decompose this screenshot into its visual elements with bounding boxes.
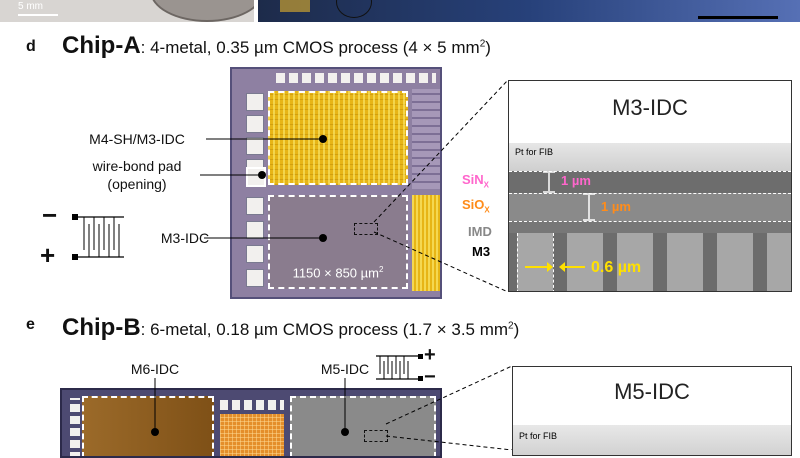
sio-label-sub: X xyxy=(484,205,490,215)
top-strip-right-photo xyxy=(258,0,800,22)
interface-sio-bottom xyxy=(509,221,791,222)
pt-label-b: Pt for FIB xyxy=(519,431,558,441)
leader-dot-wire-bond xyxy=(258,171,266,179)
panel-letter-d: d xyxy=(26,38,36,55)
scale-bar-left xyxy=(18,14,58,16)
pt-layer xyxy=(509,143,791,171)
left-pad xyxy=(246,115,264,133)
zoom-line-top xyxy=(373,79,509,223)
chip-a-desc-end: ) xyxy=(485,38,491,57)
chip-b-mid-pads xyxy=(220,400,284,410)
dim-06um: 0.6 µm xyxy=(591,259,642,276)
sio-label: SiOX xyxy=(462,197,490,215)
inset-marker xyxy=(354,223,378,235)
chip-b-desc-sup: 2 xyxy=(508,320,514,332)
m6-idc-label: M6-IDC xyxy=(130,361,180,377)
chip-a-die: 1150 × 850 µm2 xyxy=(230,67,442,299)
chip-b-name: Chip-B xyxy=(62,314,141,341)
chip-b-desc-end: ) xyxy=(513,320,520,339)
m3-idc-label: M3-IDC xyxy=(160,230,210,246)
chip-a-desc: : 4-metal, 0.35 µm CMOS process (4 × 5 m… xyxy=(140,38,480,57)
chip-b-mid-gold xyxy=(220,414,284,456)
gold-speck xyxy=(280,0,310,12)
leader-dot-m6-idc xyxy=(151,428,159,436)
sem-cross-section-b: M5-IDC Pt for FIB xyxy=(512,366,792,456)
left-pad xyxy=(246,245,264,263)
m6-idc-brown-area xyxy=(82,396,214,456)
sem-b-title: M5-IDC xyxy=(614,379,690,404)
area-sup: 2 xyxy=(378,265,384,274)
left-pad xyxy=(246,197,264,215)
sio-label-base: SiO xyxy=(462,197,485,212)
m4-sh-label: M4-SH/M3-IDC xyxy=(89,131,185,147)
m4-sh-gold-area xyxy=(268,91,408,185)
chip-b-desc: : 6-metal, 0.18 µm CMOS process (1.7 × 3… xyxy=(140,320,509,339)
scale-bar-label: 5 mm xyxy=(18,1,43,12)
schematic-a-plus: + xyxy=(40,240,56,270)
schematic-bottom-terminal xyxy=(72,254,78,260)
chip-a-desc-sup: 2 xyxy=(479,38,486,50)
chip-b-die xyxy=(60,388,442,458)
sin-label-sub: X xyxy=(483,180,490,190)
dim-1um-sin: 1 µm xyxy=(561,173,591,188)
m3-idc-area-label: 1150 × 850 µm2 xyxy=(268,265,408,280)
schematic-b-plus: + xyxy=(424,344,436,366)
leader-dot-m4-sh xyxy=(319,135,327,143)
schematic-a-minus: − xyxy=(42,200,58,230)
imd-label: IMD xyxy=(468,224,492,239)
panel-letter-e: e xyxy=(26,316,35,333)
interface-sin-bottom xyxy=(509,193,791,194)
chip-b-left-pads xyxy=(70,398,80,456)
electrode-edge-right xyxy=(553,233,554,291)
left-pad xyxy=(246,93,264,111)
chip-a-title: Chip-A: 4-metal, 0.35 µm CMOS process (4… xyxy=(62,32,491,60)
wire-bond-label-line1: wire-bond pad xyxy=(92,158,182,174)
wire-bond-label-line2: (opening) xyxy=(107,176,167,192)
sin-layer xyxy=(509,171,791,193)
schematic-b-minus: − xyxy=(424,366,436,388)
zoom-line-b-bottom xyxy=(385,435,513,450)
m3-electrodes xyxy=(509,233,791,291)
idc-schematic-b xyxy=(376,354,423,381)
area-text: 1150 × 850 µm xyxy=(292,265,379,281)
left-pad xyxy=(246,137,264,155)
interface-sin-top xyxy=(509,171,791,172)
dim-1um-sio: 1 µm xyxy=(601,199,631,214)
top-strip-left-photo: 5 mm xyxy=(0,0,254,22)
schematic-top-terminal xyxy=(72,214,78,220)
leader-dot-m3-idc xyxy=(319,234,327,242)
right-circuitry xyxy=(412,89,440,189)
leader-dot-m5-idc xyxy=(341,428,349,436)
sio-layer xyxy=(509,193,791,221)
chip-b-title: Chip-B: 6-metal, 0.18 µm CMOS process (1… xyxy=(62,314,519,342)
sin-label-base: SiN xyxy=(462,172,484,187)
m3-label: M3 xyxy=(472,244,491,259)
left-pad xyxy=(246,269,264,287)
zoom-line-b-top xyxy=(385,365,513,425)
zoom-line-bottom xyxy=(373,231,509,293)
sem-a-title: M3-IDC xyxy=(612,95,688,120)
idc-schematic-a xyxy=(72,214,124,260)
scale-bar-right xyxy=(698,16,778,19)
sin-label: SiNX xyxy=(462,172,489,190)
top-pad-row xyxy=(276,73,436,83)
m5-idc-grey-area xyxy=(290,396,436,456)
chip-a-name: Chip-A xyxy=(62,32,141,59)
right-gold-strip xyxy=(412,195,440,291)
sem-cross-section-a: M3-IDC Pt for FIB 1 µm 1 µm 0.6 µm xyxy=(508,80,792,292)
electrode-edge-left xyxy=(517,233,518,291)
thickness-markers xyxy=(525,171,595,272)
m5-idc-label: M5-IDC xyxy=(320,361,370,377)
pt-label: Pt for FIB xyxy=(515,147,554,157)
